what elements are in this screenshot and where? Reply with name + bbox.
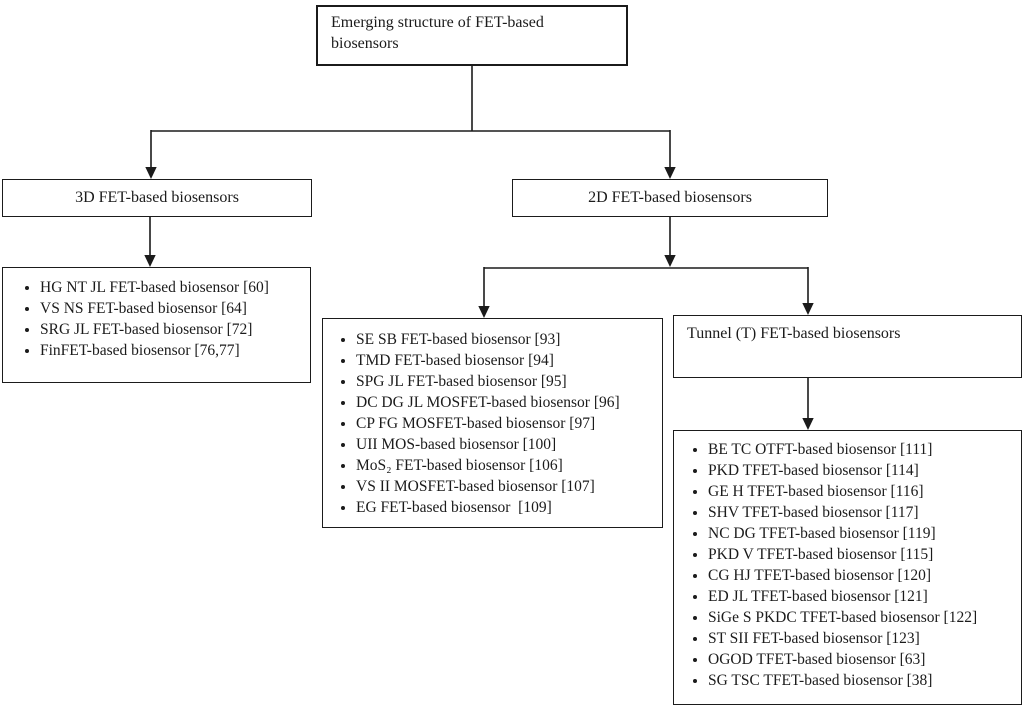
arrowhead-to-2d-list: [478, 306, 490, 318]
node-root: Emerging structure of FET-based biosenso…: [316, 5, 628, 66]
list-tunnel-biosensors: BE TC OTFT-based biosensor [111]PKD TFET…: [673, 430, 1022, 705]
arrowhead-to-tunnel: [802, 303, 814, 315]
list-item: TMD FET-based biosensor [94]: [356, 350, 658, 371]
list-3d-biosensors: HG NT JL FET-based biosensor [60]VS NS F…: [2, 267, 311, 383]
arrowhead-2d-stem: [664, 255, 676, 267]
node-2d-fet: 2D FET-based biosensors: [512, 179, 828, 217]
list-item: EG FET-based biosensor [109]: [356, 497, 658, 518]
list-item: SRG JL FET-based biosensor [72]: [40, 319, 306, 340]
list-item: PKD TFET-based biosensor [114]: [708, 460, 1017, 481]
list-item: VS II MOSFET-based biosensor [107]: [356, 476, 658, 497]
list-item: DC DG JL MOSFET-based biosensor [96]: [356, 392, 658, 413]
list-item: SE SB FET-based biosensor [93]: [356, 329, 658, 350]
list-2d-biosensors: SE SB FET-based biosensor [93]TMD FET-ba…: [322, 318, 663, 528]
list-item: SiGe S PKDC TFET-based biosensor [122]: [708, 607, 1017, 628]
list-item: SG TSC TFET-based biosensor [38]: [708, 670, 1017, 691]
list-item: VS NS FET-based biosensor [64]: [40, 298, 306, 319]
list-item: CG HJ TFET-based biosensor [120]: [708, 565, 1017, 586]
list-item: OGOD TFET-based biosensor [63]: [708, 649, 1017, 670]
arrowhead-3d-to-list: [144, 255, 156, 267]
node-tunnel-fet-label: Tunnel (T) FET-based biosensors: [687, 325, 901, 342]
list-item: ED JL TFET-based biosensor [121]: [708, 586, 1017, 607]
list-item: NC DG TFET-based biosensor [119]: [708, 523, 1017, 544]
node-tunnel-fet: Tunnel (T) FET-based biosensors: [673, 315, 1022, 378]
node-3d-fet-label: 3D FET-based biosensors: [75, 188, 239, 206]
list-item: CP FG MOSFET-based biosensor [97]: [356, 413, 658, 434]
arrowhead-tunnel-to-list: [802, 418, 814, 430]
arrowhead-to-3d: [145, 167, 157, 179]
arrowhead-to-2d: [664, 167, 676, 179]
node-2d-fet-label: 2D FET-based biosensors: [588, 188, 752, 206]
list-item: ST SII FET-based biosensor [123]: [708, 628, 1017, 649]
list-item: SHV TFET-based biosensor [117]: [708, 502, 1017, 523]
list-item: GE H TFET-based biosensor [116]: [708, 481, 1017, 502]
list-item: UII MOS-based biosensor [100]: [356, 434, 658, 455]
list-item: HG NT JL FET-based biosensor [60]: [40, 277, 306, 298]
node-3d-fet: 3D FET-based biosensors: [2, 179, 312, 217]
list-item: SPG JL FET-based biosensor [95]: [356, 371, 658, 392]
list-item: MoS₂ FET-based biosensor [106]: [356, 455, 658, 476]
list-item: FinFET-based biosensor [76,77]: [40, 340, 306, 361]
list-item: PKD V TFET-based biosensor [115]: [708, 544, 1017, 565]
list-item: BE TC OTFT-based biosensor [111]: [708, 439, 1017, 460]
node-root-label: Emerging structure of FET-based biosenso…: [331, 14, 544, 52]
